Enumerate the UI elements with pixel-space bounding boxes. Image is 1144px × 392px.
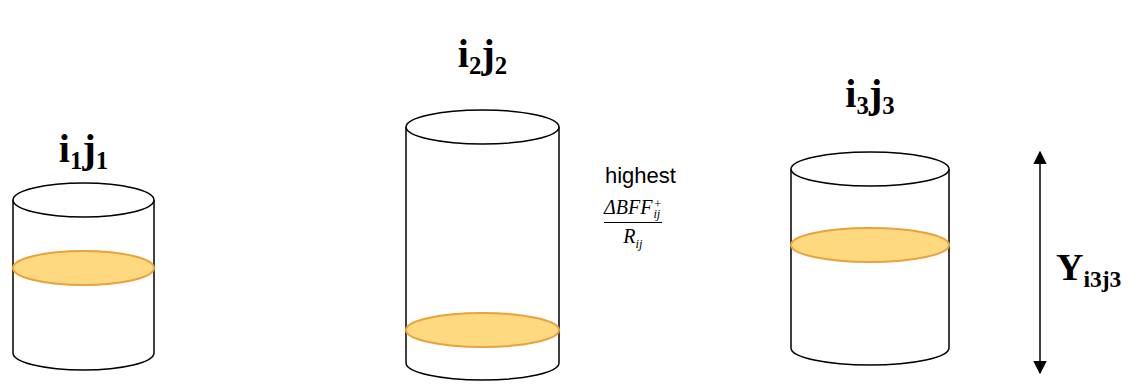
- symbol: R: [623, 225, 635, 247]
- cylinder-container: i3j3: [790, 152, 950, 365]
- letter: i: [845, 71, 856, 116]
- subscript: 2: [469, 52, 481, 79]
- script-stack: +ij: [653, 199, 661, 220]
- cylinder-outline: [405, 110, 560, 380]
- cylinder-outline: [12, 183, 155, 370]
- dimension-label: Yi3j3: [1056, 248, 1121, 286]
- cylinder-top: [406, 110, 559, 144]
- subscript: 1: [70, 147, 82, 174]
- subscript: ij: [636, 237, 643, 251]
- cylinder-outline: [790, 152, 950, 365]
- subscript: 2: [495, 52, 507, 79]
- superscript: +: [653, 199, 661, 210]
- cylinder-body: [13, 200, 154, 370]
- fraction-bar: [604, 222, 662, 223]
- annotation-text: highest: [605, 165, 676, 187]
- fraction-numerator: ΔBFF+ij: [604, 196, 662, 220]
- subscript: 3: [856, 92, 868, 119]
- fraction-denominator: Rij: [623, 225, 642, 248]
- letter: i: [59, 126, 70, 171]
- letter: i: [458, 31, 469, 76]
- liquid-level: [406, 313, 559, 347]
- container-label: i2j2: [458, 34, 507, 74]
- cylinder-top: [791, 152, 949, 186]
- container-label: i3j3: [845, 74, 894, 114]
- letter: Y: [1056, 246, 1083, 288]
- subscript: ij: [653, 209, 661, 220]
- subscript: 3: [882, 92, 894, 119]
- cylinder-body: [406, 127, 559, 380]
- liquid-level: [791, 228, 949, 262]
- symbol: ΔBFF: [604, 196, 652, 218]
- cylinder-top: [13, 183, 154, 217]
- subscript: 1: [96, 147, 108, 174]
- cylinder-body: [791, 169, 949, 365]
- dimension-arrow: [1039, 152, 1041, 373]
- subscript: i3j3: [1083, 266, 1121, 292]
- liquid-level: [13, 251, 154, 285]
- letter: j: [869, 71, 882, 116]
- fraction: ΔBFF+ijRij: [604, 196, 662, 248]
- letter: j: [82, 126, 95, 171]
- container-label: i1j1: [59, 129, 108, 169]
- cylinder-container: i1j1: [12, 183, 155, 370]
- cylinder-container: i2j2: [405, 110, 560, 380]
- letter: j: [481, 31, 494, 76]
